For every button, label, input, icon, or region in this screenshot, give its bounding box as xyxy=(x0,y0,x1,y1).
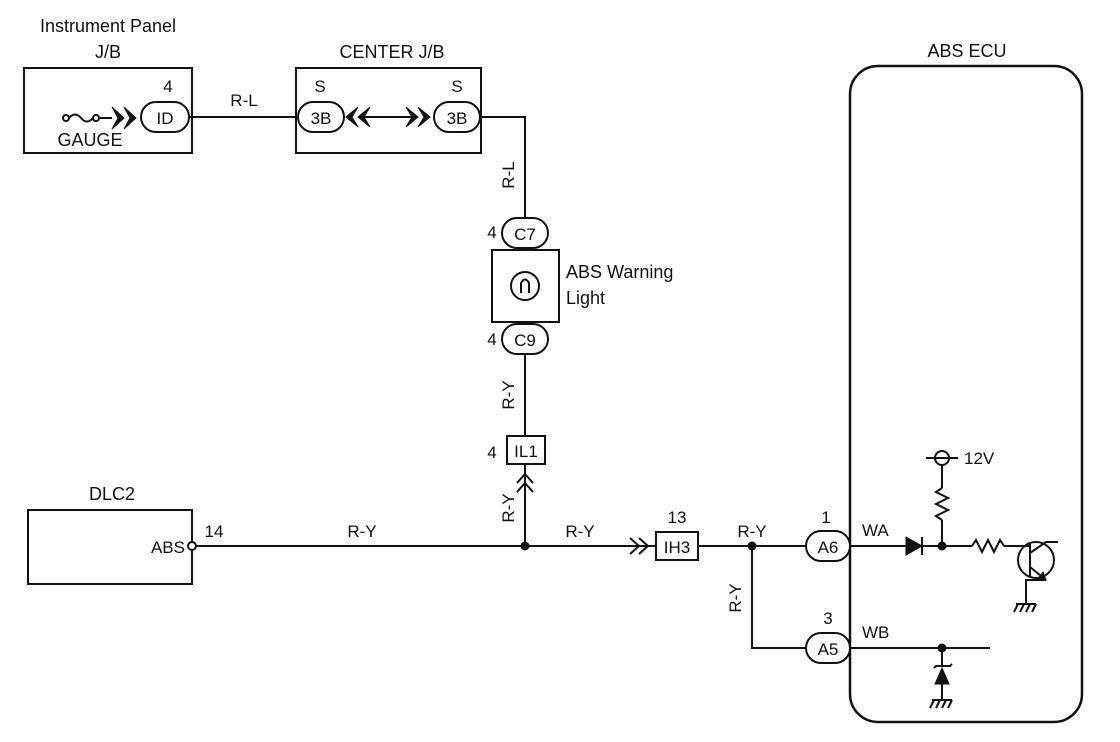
ih3-pin: 13 xyxy=(668,508,687,527)
wire-emitter-ground xyxy=(1025,579,1046,604)
wire-label-ip-to-center: R-L xyxy=(230,91,257,110)
fuse-icon xyxy=(62,113,112,123)
abs-ecu: ABS ECU 1 A6 WA 12V xyxy=(805,41,1084,724)
il1-pin: 4 xyxy=(487,443,496,462)
chevron-right-icon xyxy=(629,537,641,555)
wire-label-dlc-to-splice: R-Y xyxy=(347,522,376,541)
a5-pin: 3 xyxy=(823,609,832,628)
center-jb-box xyxy=(295,67,482,154)
wire-label-splice-to-ih3: R-Y xyxy=(565,522,594,541)
abs-ecu-title: ABS ECU xyxy=(927,41,1006,61)
wire-label-il1-splice: R-Y xyxy=(499,493,518,522)
connector-3b-left-label: 3B xyxy=(311,109,332,128)
instrument-panel-pin: 4 xyxy=(163,77,172,96)
transistor-icon xyxy=(1017,541,1058,581)
connector-c9-label: C9 xyxy=(514,331,536,350)
warning-light-box xyxy=(491,249,560,323)
plug-chevron-left-icon xyxy=(345,106,371,128)
dlc2-terminal-circle xyxy=(187,541,197,551)
plug-chevron-icon xyxy=(111,106,137,130)
wire-label-c9-to-il1: R-Y xyxy=(499,380,518,409)
connector-a5-label: A5 xyxy=(818,640,839,659)
signal-wa: WA xyxy=(862,521,889,540)
center-jb-tag-left: S xyxy=(314,77,325,96)
connector-il1-group: 4 IL1 xyxy=(487,435,546,465)
bulb-icon xyxy=(510,271,540,301)
dlc2-title: DLC2 xyxy=(89,484,135,504)
bulb-filament-icon xyxy=(520,278,530,293)
ground-icon xyxy=(1013,603,1037,613)
abs-warning-light: 4 C7 ABS Warning Light 4 C9 xyxy=(487,217,673,355)
zener-diode-icon xyxy=(933,663,953,685)
supply-label: 12V xyxy=(964,449,995,468)
wire-label-center-down: R-L xyxy=(499,161,518,188)
abs-ecu-box xyxy=(848,64,1084,724)
warning-light-label-1: ABS Warning xyxy=(566,262,673,282)
resistor-pullup-icon xyxy=(933,487,951,521)
wire-center-down xyxy=(480,116,526,218)
instrument-panel-jb: Instrument Panel J/B 4 ID GAUGE xyxy=(23,16,193,154)
chevron-up-icon xyxy=(516,472,534,484)
wire-label-ih3-to-a6: R-Y xyxy=(737,522,766,541)
signal-wb: WB xyxy=(862,623,889,642)
connector-ih3-label: IH3 xyxy=(664,538,690,557)
c9-pin: 4 xyxy=(487,330,496,349)
connector-il1-label: IL1 xyxy=(514,442,538,461)
connector-a6-label: A6 xyxy=(818,538,839,557)
wire-label-branch-to-a5: R-Y xyxy=(726,583,745,612)
plug-chevron-right-icon xyxy=(405,106,431,128)
connector-id-label: ID xyxy=(157,109,174,128)
diode-icon xyxy=(905,536,924,556)
dlc2: DLC2 ABS 14 xyxy=(27,484,224,585)
connector-c7-label: C7 xyxy=(514,225,536,244)
ground-icon-2 xyxy=(929,699,953,709)
instrument-panel-title: Instrument Panel xyxy=(40,16,176,36)
warning-light-label-2: Light xyxy=(566,288,605,308)
connector-3b-right-label: 3B xyxy=(447,109,468,128)
center-jb-title: CENTER J/B xyxy=(339,42,444,62)
center-jb: CENTER J/B S S 3B 3B xyxy=(295,42,482,154)
wire-branch-to-a5 xyxy=(751,546,806,649)
a6-pin: 1 xyxy=(821,508,830,527)
resistor-base-icon xyxy=(971,537,1005,555)
center-jb-tag-right: S xyxy=(451,77,462,96)
chevron-up-icon-2 xyxy=(516,481,534,493)
fuse-label: GAUGE xyxy=(57,130,122,150)
connector-3b-left xyxy=(297,101,345,133)
connector-c7 xyxy=(501,217,549,249)
dlc2-pin: 14 xyxy=(205,522,224,541)
connector-ih3-group: 13 IH3 xyxy=(655,508,699,561)
chevron-right-icon-2 xyxy=(638,537,650,555)
c7-pin: 4 xyxy=(487,223,496,242)
dlc2-terminal: ABS xyxy=(151,538,185,557)
instrument-panel-title-jb: J/B xyxy=(95,42,121,62)
instrument-panel-box xyxy=(23,67,193,154)
connector-ih3 xyxy=(655,531,699,561)
